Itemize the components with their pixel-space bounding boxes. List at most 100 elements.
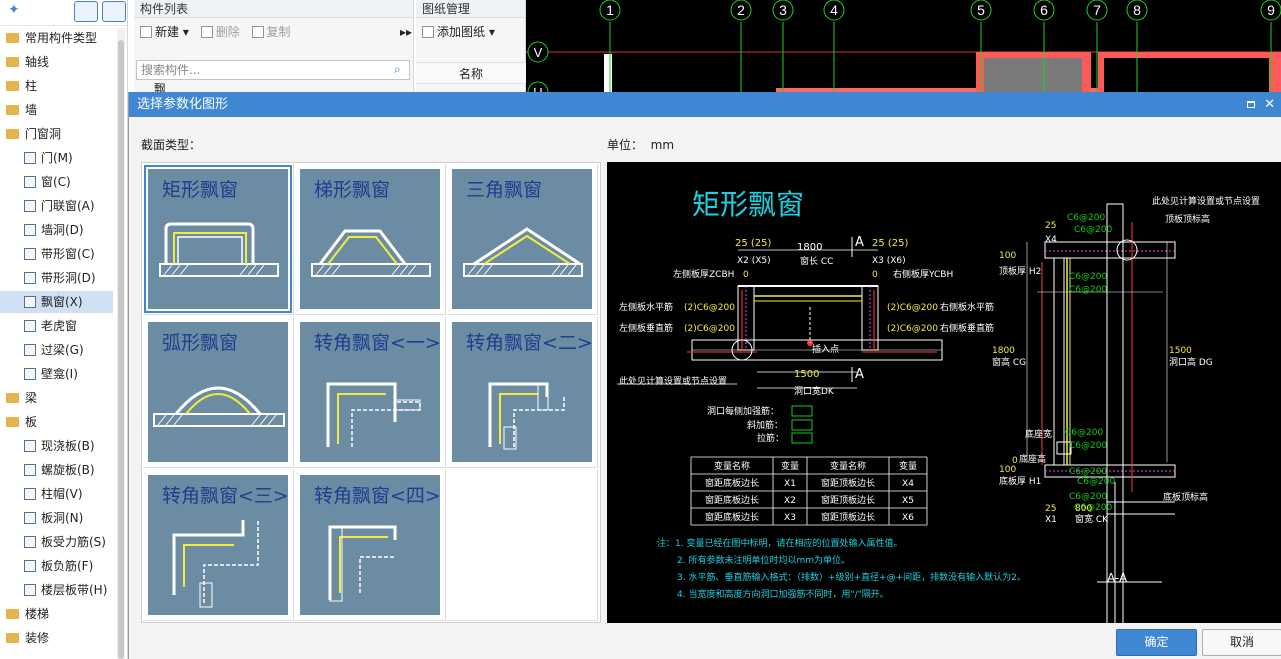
drawing-label: 插入点 <box>812 343 839 355</box>
tree-item[interactable]: 柱帽(V) <box>0 483 113 505</box>
drawing-label: 1500 <box>794 369 819 380</box>
table-cell: 窗距底板边长 <box>705 494 759 506</box>
tree-item[interactable]: 板洞(N) <box>0 507 113 529</box>
table-cell: 窗距顶板边长 <box>821 477 875 489</box>
shape-thumbnail-drawing <box>488 382 565 450</box>
cancel-button[interactable]: 取消 <box>1202 629 1281 656</box>
tree-item[interactable]: 飘窗(X) <box>0 291 113 313</box>
drawing-label: 25 (25) <box>872 238 909 249</box>
tree-item-label: 墙洞(D) <box>41 223 84 237</box>
delete-button[interactable]: 删除 <box>200 18 240 46</box>
axis-bubble <box>1033 0 1055 21</box>
tree-item[interactable]: 梁 <box>0 387 113 409</box>
tree-item[interactable]: 装修 <box>0 627 113 649</box>
shape-option[interactable]: 转角飘窗<三> <box>143 470 294 621</box>
drawing-label: 1500 <box>1169 346 1192 356</box>
drawing-label: 左侧板垂直筋 <box>619 322 673 334</box>
component-icon <box>24 248 36 260</box>
table-cell: 窗距顶板边长 <box>821 511 875 523</box>
tree-item[interactable]: 带形洞(D) <box>0 267 113 289</box>
shape-label: 梯形飘窗 <box>314 179 391 201</box>
axis-label: 2 <box>737 2 745 18</box>
tree-item-label: 门窗洞 <box>25 127 62 141</box>
add-drawing-icon <box>422 26 434 38</box>
shape-option[interactable]: 三角飘窗 <box>447 164 598 315</box>
drawing-label: C6@200 <box>1074 225 1112 235</box>
tree-item[interactable]: 墙 <box>0 99 113 121</box>
table-header: 变量 <box>781 460 799 472</box>
drawing-label: X4 <box>1045 235 1057 245</box>
tree-item[interactable]: 楼层板带(H) <box>0 579 113 601</box>
drawing-label: A <box>855 235 864 250</box>
more-icon[interactable]: ▸▸ <box>400 25 413 39</box>
search-icon[interactable]: ⌕ <box>394 62 401 76</box>
component-icon <box>24 200 36 212</box>
folder-icon <box>6 81 19 91</box>
tree-item[interactable]: 门联窗(A) <box>0 195 113 217</box>
tree-item[interactable]: 板受力筋(S) <box>0 531 113 553</box>
tree-item[interactable]: 现浇板(B) <box>0 435 113 457</box>
tree-scrollbar-thumb[interactable] <box>118 40 124 659</box>
axis-bubble <box>1086 0 1108 21</box>
component-tree-panel: ✦ 常用构件类型轴线柱墙门窗洞门(M)窗(C)门联窗(A) 墙洞(D) 带形窗(C)… <box>0 0 128 659</box>
list-view-button[interactable] <box>74 1 98 22</box>
shape-option[interactable]: 矩形飘窗 <box>143 164 294 315</box>
preview-title: 矩形飘窗 <box>692 188 804 221</box>
table-header: 变量 <box>899 460 917 472</box>
axis-bubble <box>1260 0 1281 21</box>
tree-item[interactable]: 板 <box>0 411 113 433</box>
tree-item-label: 梁 <box>25 391 38 405</box>
axis-bubble <box>599 0 621 21</box>
shape-option[interactable]: 转角飘窗<一> <box>295 317 446 468</box>
tree-item[interactable]: 板负筋(F) <box>0 555 113 577</box>
add-drawing-button[interactable]: 添加图纸 ▾ <box>422 18 495 46</box>
shape-option[interactable]: 梯形飘窗 <box>295 164 446 315</box>
shape-thumbnail: 转角飘窗<三> <box>148 475 289 615</box>
add-icon[interactable]: ✦ <box>8 2 20 18</box>
tree-item[interactable]: 轴线 <box>0 51 113 73</box>
tree-item[interactable]: 窗(C) <box>0 171 113 193</box>
shape-thumbnail: 弧形飘窗 <box>148 322 288 462</box>
copy-button[interactable]: 复制 <box>251 18 291 46</box>
drawing-label: 斜加筋： <box>747 419 783 431</box>
maximize-icon[interactable] <box>1247 101 1255 108</box>
shape-option[interactable]: 转角飘窗<四> <box>295 470 446 621</box>
search-input[interactable]: 搜索构件... <box>136 60 410 80</box>
tree-item[interactable]: 螺旋板(B) <box>0 459 113 481</box>
tree-item[interactable]: 带形窗(C) <box>0 243 113 265</box>
row-label: V <box>534 45 543 60</box>
drawing-label: X2 (X5) <box>737 256 771 266</box>
shape-option[interactable]: 转角飘窗<二> <box>447 317 598 468</box>
drawing-name-column[interactable]: 名称 <box>416 62 526 84</box>
table-cell: 窗距底板边长 <box>705 511 759 523</box>
tree-item[interactable]: 楼梯 <box>0 603 113 625</box>
tree-item[interactable]: 门窗洞 <box>0 123 113 145</box>
tree-item-label: 飘窗(X) <box>41 295 83 309</box>
tree-item[interactable]: 柱 <box>0 75 113 97</box>
shape-thumbnail: 梯形飘窗 <box>300 169 440 309</box>
tree-item[interactable]: 老虎窗 <box>0 315 113 337</box>
shape-thumbnail: 转角飘窗<四> <box>300 475 441 615</box>
shape-option[interactable]: 弧形飘窗 <box>143 317 294 468</box>
close-icon[interactable]: ✕ <box>1264 97 1275 112</box>
tree-item[interactable]: 壁龛(I) <box>0 363 113 385</box>
shape-grid: 矩形飘窗梯形飘窗 三角飘窗弧形飘窗转角飘窗<一>转角飘窗<二> 转角飘窗<三>转角飘… <box>141 162 601 623</box>
tree-item[interactable]: 常用构件类型 <box>0 27 113 49</box>
tree-item-label: 板 <box>25 415 38 429</box>
dialog-title-bar: 选择参数化图形 ✕ <box>129 92 1281 117</box>
tree-item[interactable]: 墙洞(D) <box>0 219 113 241</box>
tree-item[interactable]: 过梁(G) <box>0 339 113 361</box>
shape-thumbnail-drawing <box>328 525 397 602</box>
new-button[interactable]: 新建 ▾ <box>140 18 189 46</box>
shape-thumbnail-drawing <box>172 520 259 608</box>
table-cell: 窗距底板边长 <box>705 477 759 489</box>
drawing-label: C6@200 <box>1074 503 1112 513</box>
drawing-label: 底板厚 H1 <box>999 475 1041 487</box>
cad-canvas[interactable]: 123456789VU <box>526 0 1281 92</box>
detail-view-button[interactable] <box>102 1 126 22</box>
new-icon <box>140 26 152 38</box>
ok-button[interactable]: 确定 <box>1116 629 1197 656</box>
table-cell: X5 <box>902 496 914 506</box>
tree-item[interactable]: 门(M) <box>0 147 113 169</box>
